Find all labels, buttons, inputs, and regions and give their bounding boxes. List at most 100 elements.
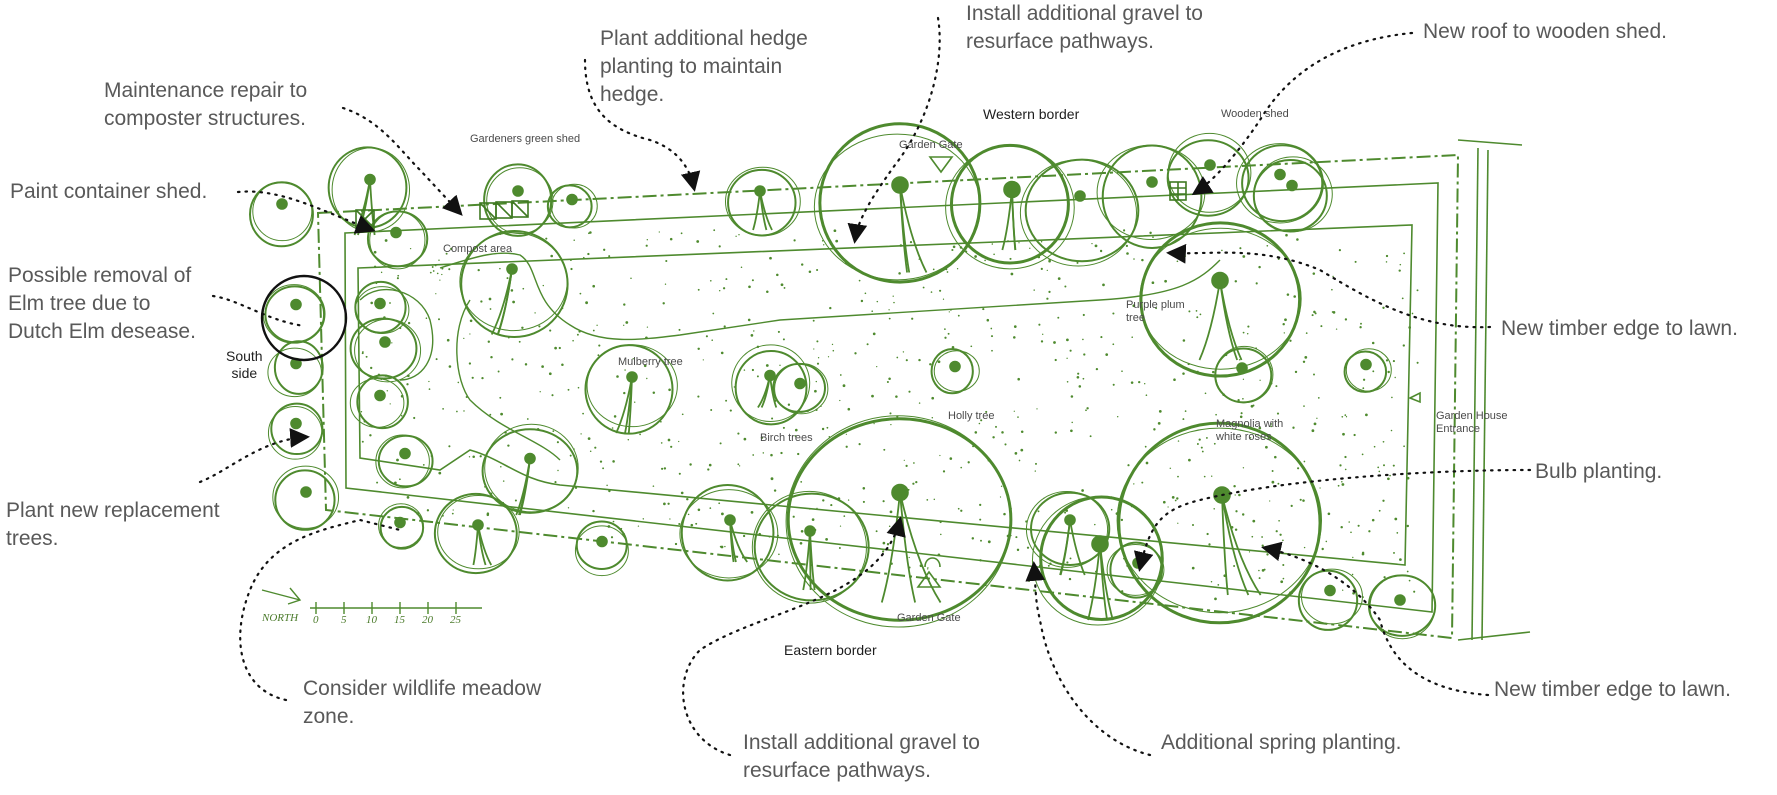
lawn-dot: [797, 452, 800, 456]
annotation-maintenance-composter: Maintenance repair to composter structur…: [104, 79, 308, 130]
lawn-dot: [1144, 445, 1147, 448]
lawn-dot: [1125, 244, 1129, 248]
lawn-dot: [1013, 410, 1015, 412]
lawn-dot: [1199, 313, 1202, 316]
lawn-dot: [970, 345, 973, 348]
annotation-timber-edge-right: New timber edge to lawn.: [1501, 317, 1738, 340]
lawn-dot: [719, 442, 722, 445]
lawn-dot: [438, 318, 440, 321]
lawn-dot: [1385, 254, 1389, 258]
lawn-dot: [1242, 467, 1245, 469]
lawn-dot: [979, 559, 982, 562]
lawn-dot: [931, 416, 934, 419]
lawn-dot: [1066, 338, 1069, 342]
lawn-dot: [573, 239, 575, 241]
annotation-leader-lines: [198, 16, 1532, 757]
lawn-dot: [839, 399, 841, 402]
lawn-dot: [709, 279, 712, 282]
lawn-dot: [689, 463, 692, 466]
lawn-dot: [898, 272, 901, 275]
lawn-dot: [579, 292, 582, 295]
lawn-dot: [1282, 563, 1285, 567]
lawn-dot: [1293, 295, 1296, 298]
lawn-dot: [1282, 539, 1284, 542]
lawn-dot: [1270, 544, 1272, 547]
lawn-dot: [1362, 378, 1366, 381]
lawn-dot: [1389, 474, 1391, 477]
lawn-dot: [1174, 499, 1177, 502]
lawn-dot: [991, 243, 994, 245]
lawn-dot: [588, 232, 590, 235]
lawn-dot: [1357, 524, 1360, 527]
lawn-dot: [1353, 433, 1356, 437]
lawn-dot: [1157, 422, 1161, 425]
tree-canopy: [772, 362, 829, 415]
lawn-dot: [1305, 332, 1308, 334]
lawn-dot: [646, 326, 649, 328]
lawn-dot: [1242, 255, 1246, 258]
scale-tick-10: 10: [366, 614, 377, 626]
lawn-dot: [1078, 385, 1082, 388]
lawn-dot: [1034, 470, 1036, 472]
lawn-dot: [1184, 410, 1187, 412]
lawn-dot: [984, 259, 986, 262]
lawn-dot: [1233, 484, 1236, 488]
lawn-dot: [1076, 375, 1080, 379]
lawn-dot: [762, 452, 765, 454]
lawn-dot: [1046, 269, 1048, 272]
lawn-dot: [697, 347, 700, 351]
lawn-dot: [1028, 580, 1030, 582]
lawn-dot: [373, 250, 377, 254]
lawn-dot: [932, 268, 935, 271]
lawn-edge: [359, 252, 1221, 461]
lawn-dot: [1383, 464, 1385, 467]
scale-tick-5: 5: [341, 614, 347, 626]
lawn-dot: [697, 508, 701, 512]
lawn-dot: [1016, 548, 1020, 552]
lawn-dot: [1191, 566, 1195, 570]
lawn-dot: [740, 266, 743, 269]
lawn-dot: [479, 455, 482, 458]
annotation-gravel-top: Install additional gravel to resurface p…: [966, 2, 1203, 53]
lawn-dot: [580, 433, 582, 435]
label-eastern-border: Eastern border: [784, 642, 877, 658]
lawn-dot: [469, 333, 471, 335]
lawn-dot: [1266, 553, 1269, 556]
garden-house-wall: [1408, 139, 1531, 641]
lawn-dot: [858, 279, 861, 282]
lawn-dot: [409, 247, 412, 250]
lawn-dot: [1026, 546, 1030, 549]
lawn-dot: [554, 481, 557, 484]
lawn-dot: [1399, 263, 1402, 266]
lawn-dot: [1233, 565, 1236, 567]
lawn-dot: [908, 556, 910, 559]
lawn-dot: [835, 239, 839, 243]
tree-canopy: [1106, 541, 1165, 599]
lawn-dot: [1402, 344, 1405, 347]
lawn-dot: [538, 325, 541, 328]
lawn-dot: [1345, 416, 1348, 418]
lawn-dot: [1188, 458, 1191, 462]
lawn-dot: [1099, 249, 1103, 253]
lawn-dot: [668, 388, 671, 392]
lawn-dot: [1373, 445, 1376, 448]
lawn-dot: [1271, 470, 1274, 472]
lawn-dot: [1340, 525, 1343, 529]
lawn-dot: [1211, 370, 1215, 374]
tree-canopy: [327, 146, 411, 236]
lawn-dot: [439, 279, 441, 281]
lawn-dot: [823, 244, 825, 246]
lawn-dot: [469, 319, 473, 323]
lawn-dot: [1313, 422, 1317, 426]
lawn-dot: [896, 356, 899, 359]
lawn-dot: [448, 445, 451, 448]
lawn-dot: [695, 522, 698, 525]
lawn-dot: [845, 445, 848, 448]
lawn-dot: [569, 454, 572, 457]
lawn-dot: [616, 375, 619, 378]
lawn-dot: [510, 289, 514, 292]
lawn-dot: [812, 319, 815, 322]
lawn-dot: [1077, 372, 1080, 375]
lawn-dot: [1234, 494, 1236, 496]
lawn-dot: [1217, 584, 1220, 586]
